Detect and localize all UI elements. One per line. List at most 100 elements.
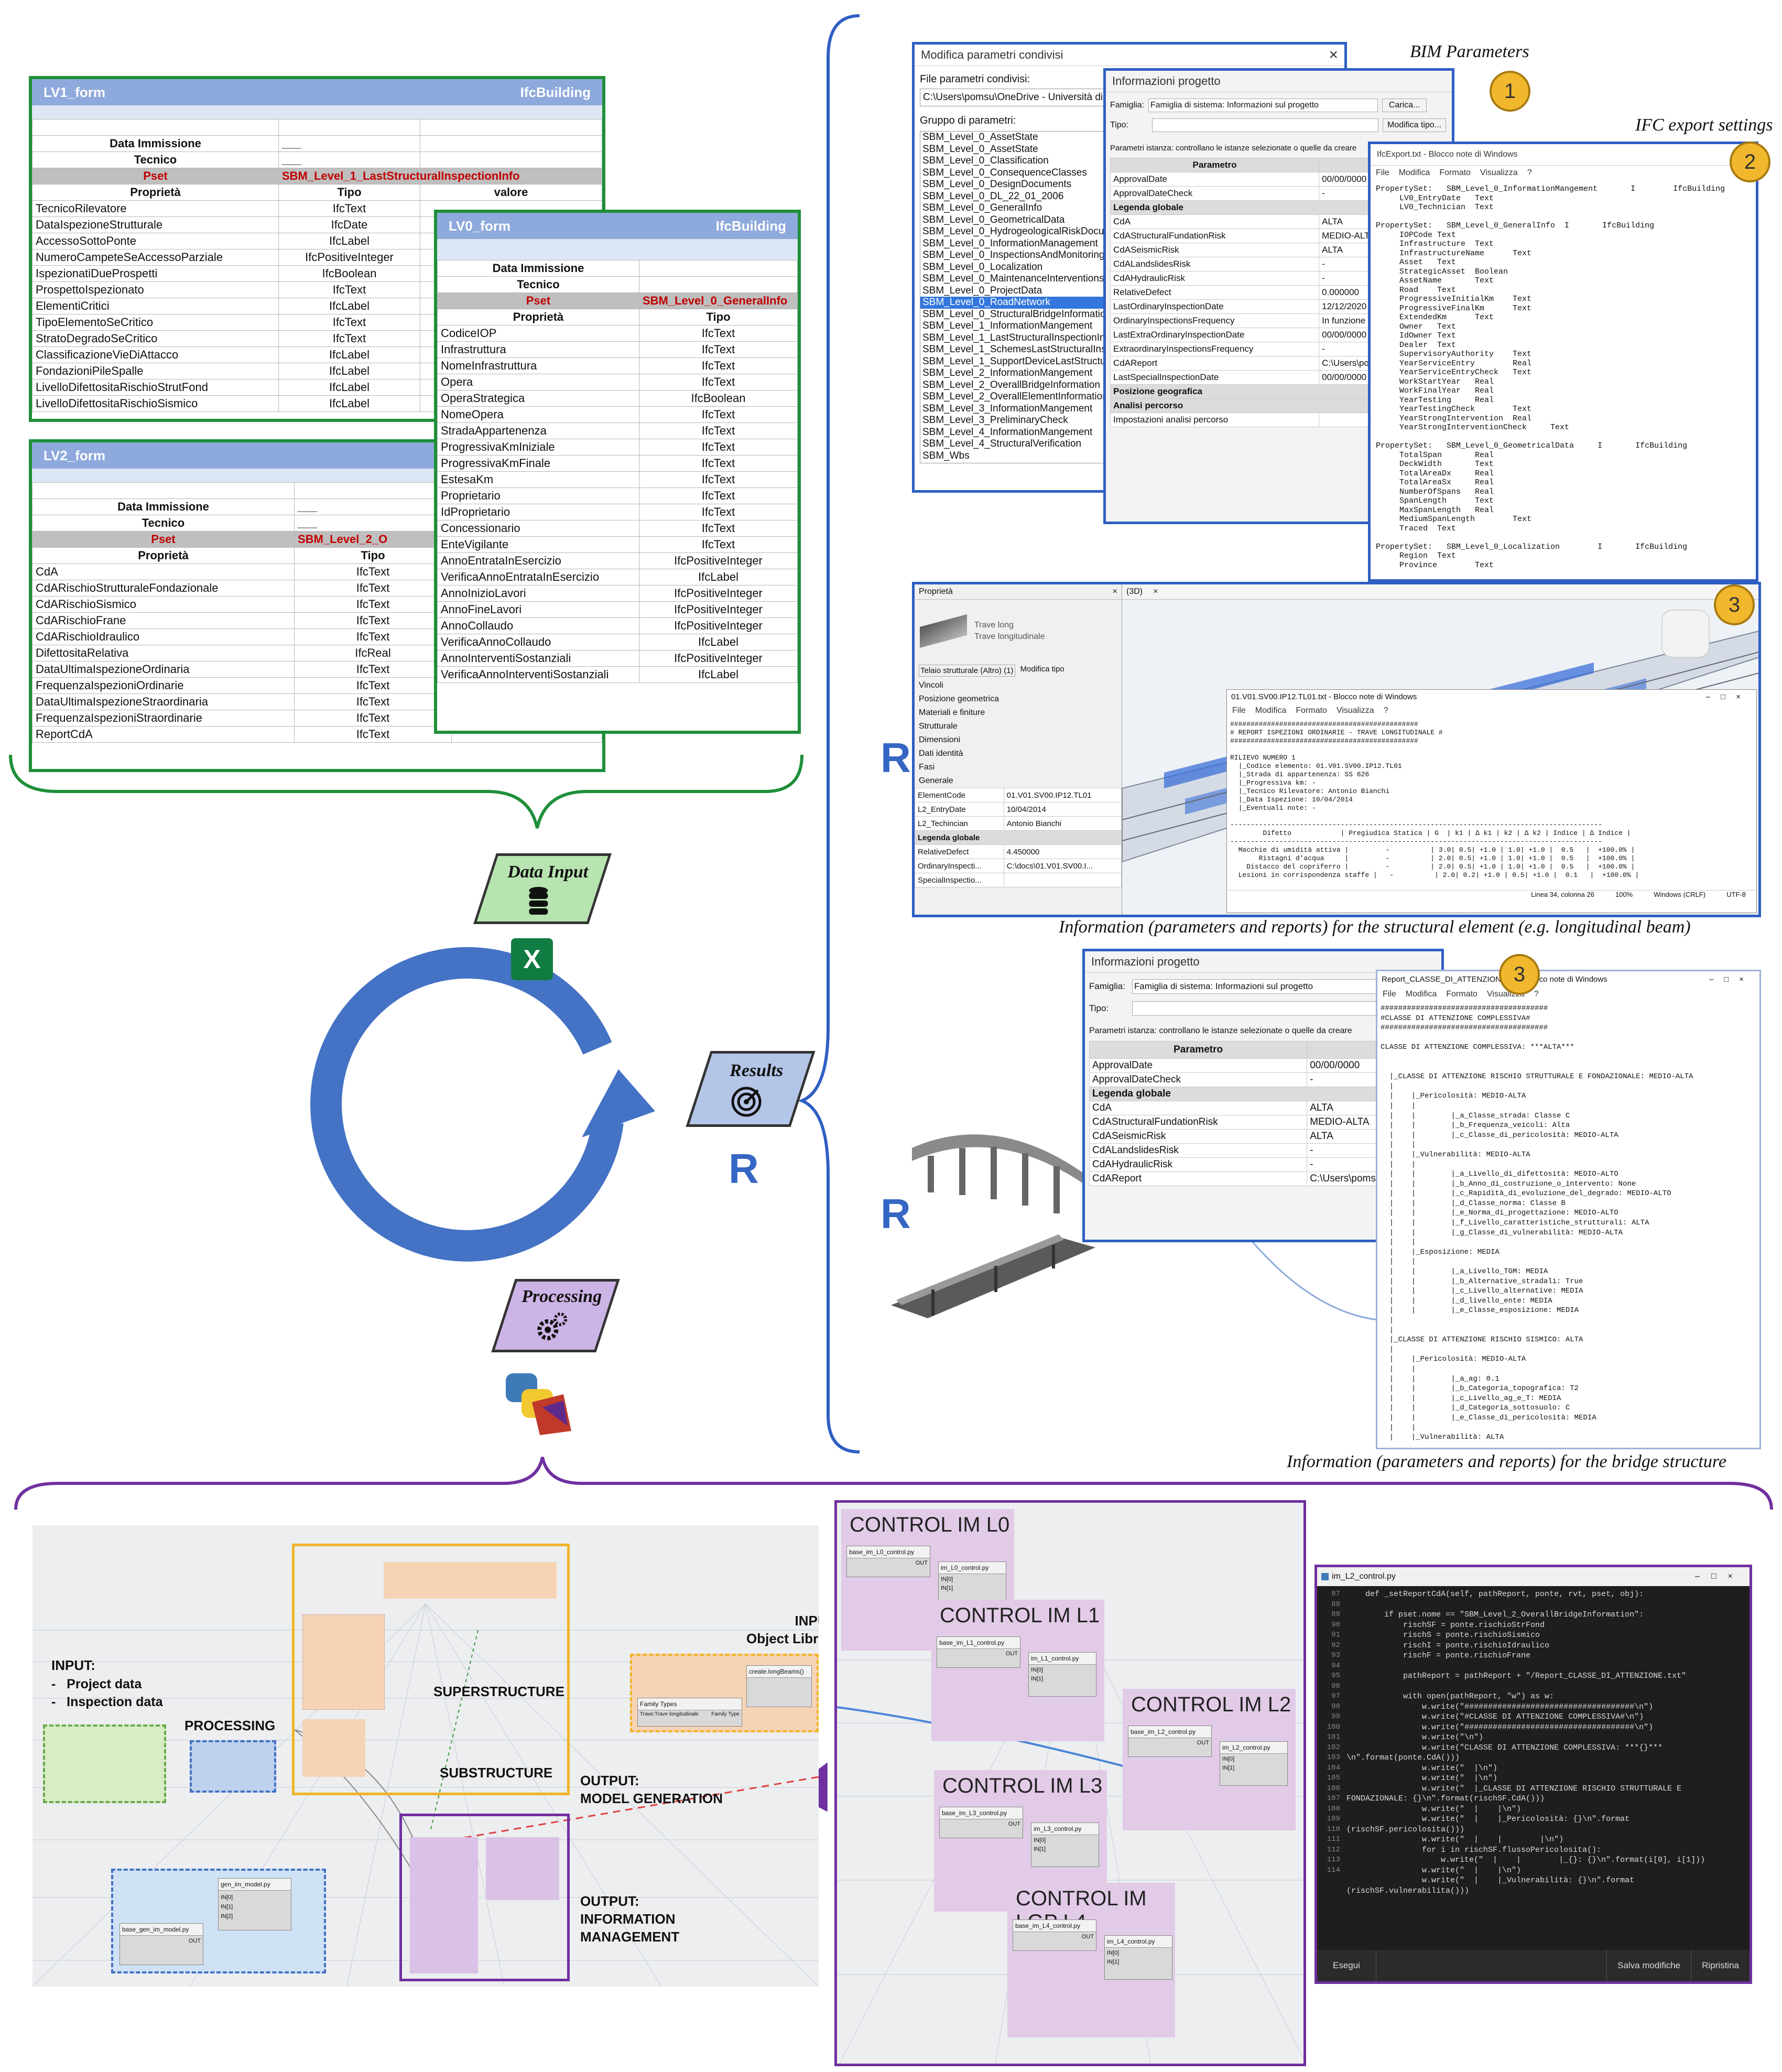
revert-button[interactable]: Ripristina bbox=[1691, 1950, 1750, 1981]
window-controls-icon[interactable]: –□× bbox=[1705, 692, 1751, 701]
revit-logo-bridge: R bbox=[881, 1190, 911, 1237]
menu-item[interactable]: ? bbox=[1383, 706, 1388, 715]
window-controls-icon[interactable]: –□× bbox=[1695, 1572, 1744, 1581]
gears-icon bbox=[535, 1311, 569, 1342]
list-item[interactable]: SBM_Level_0_InformationManagement bbox=[922, 237, 1098, 249]
create-beams-node[interactable]: create.longBeams() bbox=[746, 1665, 812, 1707]
close-icon[interactable]: × bbox=[1153, 587, 1158, 596]
instance-note: Parametri istanza: controllano le istanz… bbox=[1089, 1026, 1352, 1035]
3d-view-tab[interactable]: (3D) bbox=[1126, 587, 1143, 596]
list-item[interactable]: SBM_Level_0_StructuralBridgeInformation bbox=[922, 308, 1112, 320]
section-header: Legenda globale bbox=[915, 830, 1122, 845]
menu-item[interactable]: Modifica bbox=[1405, 990, 1437, 999]
line-number: 94 bbox=[1331, 1661, 1340, 1670]
close-icon[interactable]: × bbox=[1112, 587, 1117, 596]
element-info-caption: Information (parameters and reports) for… bbox=[1059, 917, 1691, 937]
menu-item[interactable]: Visualizza bbox=[1480, 168, 1518, 177]
family-types-node[interactable]: Family Types Trave:Trave longitudinale F… bbox=[637, 1698, 742, 1727]
editor-code[interactable]: def _setReportCdA(self, pathReport, pont… bbox=[1346, 1590, 1705, 1895]
line-number: 100 bbox=[1327, 1722, 1340, 1731]
load-button[interactable]: Carica... bbox=[1382, 99, 1427, 112]
property-group[interactable]: Generale bbox=[919, 776, 953, 785]
edit-type-button[interactable]: Modifica tipo bbox=[1020, 665, 1064, 674]
edit-type-button[interactable]: Modifica tipo... bbox=[1383, 118, 1447, 132]
list-item[interactable]: SBM_Level_0_GeneralInfo bbox=[922, 202, 1042, 213]
list-item[interactable]: SBM_Level_0_Classification bbox=[922, 155, 1049, 166]
frame-select[interactable]: Telaio strutturale (Altro) (1) bbox=[919, 665, 1015, 677]
badge-3a: 3 bbox=[1714, 584, 1755, 625]
property-group[interactable]: Materiali e finiture bbox=[919, 708, 985, 717]
list-item[interactable]: SBM_Level_2_OverallElementInformation bbox=[922, 391, 1108, 402]
menu-item[interactable]: Modifica bbox=[1255, 706, 1287, 715]
list-item[interactable]: SBM_Level_0_ConsequenceClasses bbox=[922, 167, 1087, 178]
close-icon[interactable]: × bbox=[1329, 46, 1338, 63]
property-group[interactable]: Dati identità bbox=[919, 749, 963, 758]
type-select[interactable] bbox=[1152, 118, 1378, 132]
menu-item[interactable]: ? bbox=[1527, 168, 1532, 177]
list-item[interactable]: SBM_Level_3_PreliminaryCheck bbox=[922, 415, 1068, 426]
property-group[interactable]: Dimensioni bbox=[919, 735, 961, 744]
list-item[interactable]: SBM_Level_2_OverallBridgeInformation bbox=[922, 379, 1101, 390]
menu-item[interactable]: File bbox=[1376, 168, 1389, 177]
run-button[interactable]: Esegui bbox=[1317, 1950, 1376, 1981]
menu-item[interactable]: Formato bbox=[1439, 168, 1471, 177]
property-group[interactable]: Strutturale bbox=[919, 722, 958, 731]
list-item[interactable]: SBM_Level_1_InformationMangement bbox=[922, 320, 1093, 331]
input-item-inspection: Inspection data bbox=[67, 1695, 163, 1709]
property-group[interactable]: Vincoli bbox=[919, 681, 943, 690]
list-item[interactable]: SBM_Level_1_SchemesLastStructuralInspect… bbox=[922, 344, 1138, 355]
list-item[interactable]: SBM_Level_0_DesignDocuments bbox=[922, 179, 1072, 190]
group-label: Gruppo di parametri: bbox=[920, 115, 1016, 126]
property-group[interactable]: Posizione geometrica bbox=[919, 695, 999, 703]
status-text: Linea 34, colonna 26 bbox=[1531, 891, 1594, 898]
line-number: 92 bbox=[1331, 1641, 1340, 1650]
list-item[interactable]: SBM_Level_0_AssetState bbox=[922, 132, 1038, 143]
badge-3b: 3 bbox=[1499, 954, 1540, 995]
base-gen-model-node[interactable]: base_gen_im_model.py OUT bbox=[119, 1923, 203, 1965]
list-item[interactable]: SBM_Level_4_InformationMangement bbox=[922, 426, 1093, 438]
gen-model-node[interactable]: gen_im_model.py IN[0] IN[1] IN[2] bbox=[218, 1878, 291, 1930]
property-group[interactable]: Fasi bbox=[919, 763, 935, 772]
list-item[interactable]: SBM_Level_0_ProjectData bbox=[922, 285, 1042, 296]
type-select[interactable] bbox=[1132, 1001, 1379, 1016]
list-item[interactable]: SBM_Level_4_StructuralVerification bbox=[922, 438, 1082, 449]
save-changes-button[interactable]: Salva modifiche bbox=[1606, 1950, 1691, 1981]
list-item[interactable]: SBM_Level_0_InspectionsAndMonitoring bbox=[922, 249, 1105, 261]
list-item[interactable]: SBM_Level_0_AssetState bbox=[922, 143, 1038, 155]
list-item[interactable]: SBM_Level_2_InformationMangement bbox=[922, 367, 1093, 378]
list-item[interactable]: SBM_Level_0_Localization bbox=[922, 261, 1043, 273]
family-select[interactable]: Famiglia di sistema: Informazioni sul pr… bbox=[1132, 979, 1383, 994]
family-select[interactable]: Famiglia di sistema: Informazioni sul pr… bbox=[1148, 99, 1378, 112]
list-item[interactable]: SBM_Level_0_MaintenanceInterventions bbox=[922, 273, 1104, 284]
list-item[interactable]: SBM_Level_1_SupportDeviceLastStructuralI… bbox=[922, 355, 1149, 367]
list-item[interactable]: SBM_Level_3_InformationMangement bbox=[922, 403, 1093, 414]
list-item[interactable]: SBM_Level_0_HydrogeologicalRiskDocuments bbox=[922, 226, 1132, 237]
list-item[interactable]: SBM_Level_0_DL_22_01_2006 bbox=[922, 190, 1064, 202]
menu-item[interactable]: Modifica bbox=[1398, 168, 1430, 177]
window-controls-icon[interactable]: –□× bbox=[1709, 974, 1754, 984]
menu-item[interactable]: Formato bbox=[1446, 990, 1477, 999]
list-item[interactable]: SBM_Wbs bbox=[922, 450, 970, 461]
menu-item[interactable]: Formato bbox=[1296, 706, 1327, 715]
list-item[interactable]: SBM_Level_0_GeometricalData bbox=[922, 214, 1065, 225]
menu-item[interactable]: File bbox=[1383, 990, 1396, 999]
input-nodes-group bbox=[43, 1724, 166, 1803]
menu-item[interactable]: Visualizza bbox=[1336, 706, 1374, 715]
list-item[interactable]: SBM_Level_1_LastStructuralInspectionInfo bbox=[922, 332, 1114, 343]
menu-item[interactable]: File bbox=[1232, 706, 1246, 715]
menu-item[interactable]: ? bbox=[1534, 990, 1539, 999]
